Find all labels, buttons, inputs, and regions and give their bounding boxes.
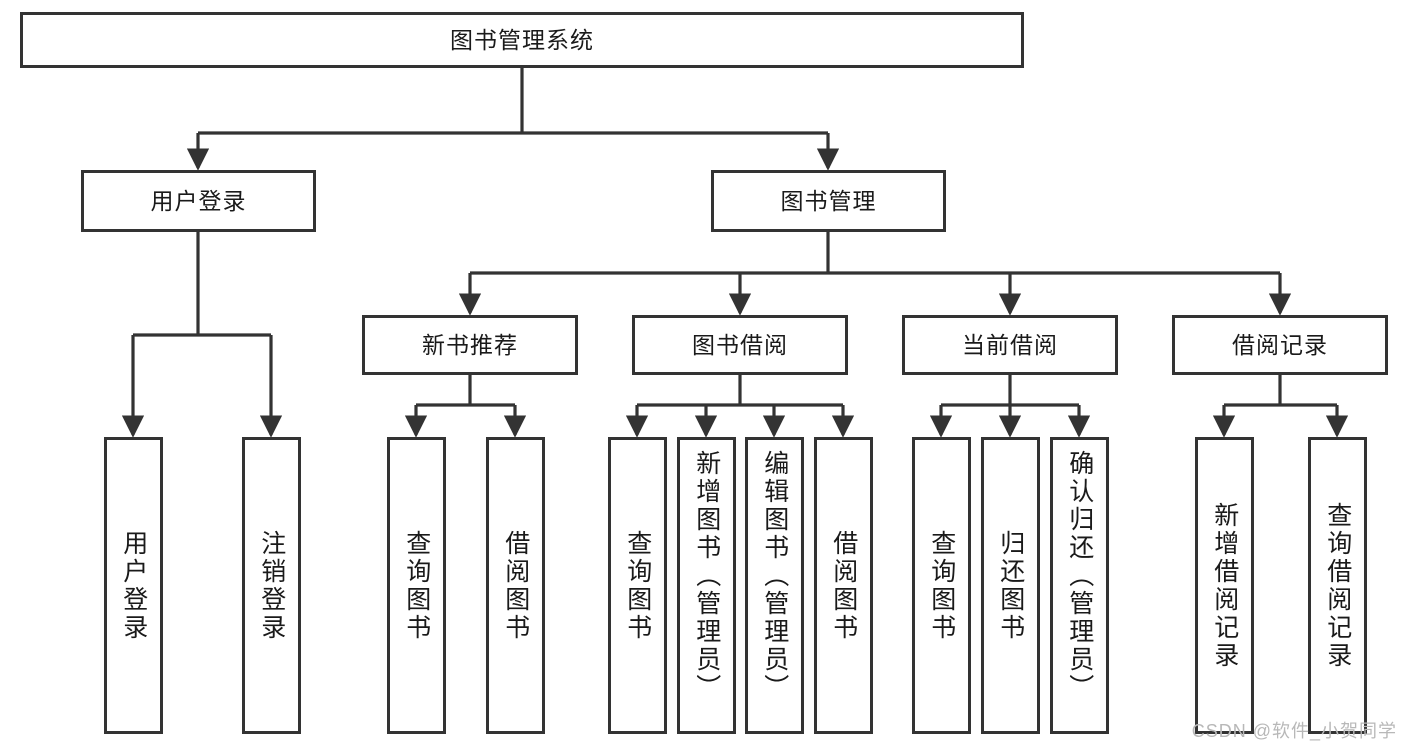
leaf-edit-book-admin[interactable]: 编辑图书（管理员）: [745, 437, 804, 734]
leaf-borrow-book-newbook[interactable]: 借阅图书: [486, 437, 545, 734]
leaf-label: 借阅图书: [501, 529, 530, 642]
leaf-label: 编辑图书（管理员）: [760, 450, 789, 702]
leaf-label: 新增图书（管理员）: [692, 450, 721, 702]
node-label: 图书借阅: [692, 331, 788, 358]
leaf-label: 归还图书: [996, 529, 1025, 642]
node-label: 新书推荐: [422, 331, 518, 358]
leaf-label: 查询图书: [402, 529, 431, 642]
node-label: 当前借阅: [962, 331, 1058, 358]
node-label: 图书管理: [780, 187, 877, 214]
node-book-borrowing[interactable]: 图书借阅: [632, 315, 848, 375]
leaf-label: 查询借阅记录: [1323, 501, 1352, 670]
node-book-management[interactable]: 图书管理: [711, 170, 946, 232]
node-current-borrowing[interactable]: 当前借阅: [902, 315, 1118, 375]
node-new-book-recommendation[interactable]: 新书推荐: [362, 315, 578, 375]
node-root-book-management-system[interactable]: 图书管理系统: [20, 12, 1024, 68]
node-user-login[interactable]: 用户登录: [81, 170, 316, 232]
leaf-label: 查询图书: [927, 529, 956, 642]
leaf-label: 注销登录: [257, 529, 286, 642]
leaf-query-borrow-record[interactable]: 查询借阅记录: [1308, 437, 1367, 734]
leaf-query-book-current[interactable]: 查询图书: [912, 437, 971, 734]
leaf-confirm-return-admin[interactable]: 确认归还（管理员）: [1050, 437, 1109, 734]
leaf-borrow-book[interactable]: 借阅图书: [814, 437, 873, 734]
node-label: 用户登录: [150, 187, 247, 214]
leaf-add-book-admin[interactable]: 新增图书（管理员）: [677, 437, 736, 734]
leaf-label: 确认归还（管理员）: [1065, 450, 1094, 702]
leaf-label: 查询图书: [623, 529, 652, 642]
leaf-query-book-borrow[interactable]: 查询图书: [608, 437, 667, 734]
node-label: 图书管理系统: [450, 26, 594, 53]
leaf-label: 借阅图书: [829, 529, 858, 642]
node-label: 借阅记录: [1232, 331, 1328, 358]
leaf-logout[interactable]: 注销登录: [242, 437, 301, 734]
leaf-user-login[interactable]: 用户登录: [104, 437, 163, 734]
watermark-text: CSDN @软件_小贺同学: [1191, 721, 1397, 741]
leaf-add-borrow-record[interactable]: 新增借阅记录: [1195, 437, 1254, 734]
leaf-label: 用户登录: [119, 529, 148, 642]
leaf-label: 新增借阅记录: [1210, 501, 1239, 670]
leaf-return-book[interactable]: 归还图书: [981, 437, 1040, 734]
node-borrowing-record[interactable]: 借阅记录: [1172, 315, 1388, 375]
leaf-query-book-newbook[interactable]: 查询图书: [387, 437, 446, 734]
